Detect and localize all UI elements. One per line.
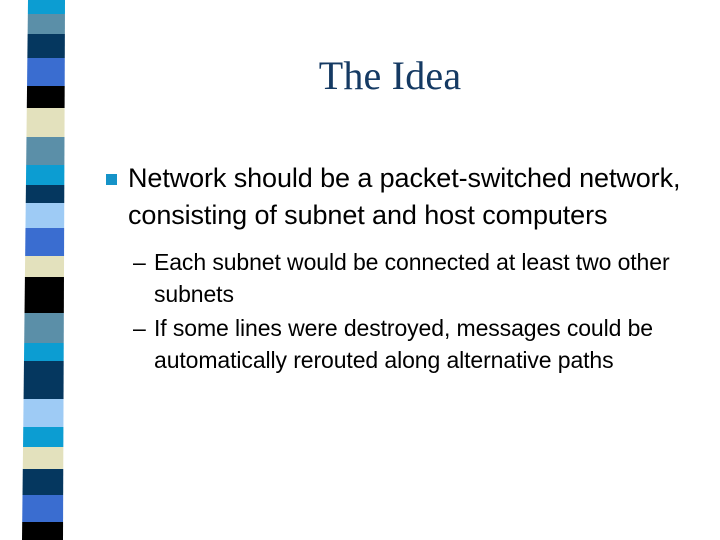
bullet-item-level2: – If some lines were destroyed, messages…	[100, 312, 700, 376]
stripe-band	[22, 203, 65, 228]
stripe-band	[22, 522, 65, 540]
stripe-band	[22, 277, 65, 313]
bullet-text-level2: If some lines were destroyed, messages c…	[154, 315, 653, 373]
stripe-band	[22, 361, 65, 399]
bullet-item-level2: – Each subnet would be connected at leas…	[100, 246, 700, 310]
bullet-text-level2: Each subnet would be connected at least …	[154, 249, 670, 307]
stripe-band	[22, 343, 65, 361]
stripe-band	[22, 137, 65, 165]
stripe-band	[22, 313, 65, 343]
stripe-band	[22, 228, 65, 256]
stripe-band	[22, 256, 65, 277]
slide-body: Network should be a packet-switched netw…	[100, 160, 700, 378]
stripe-band	[22, 0, 65, 14]
stripe-bands	[22, 0, 65, 540]
stripe-band	[22, 86, 65, 108]
stripe-band	[22, 495, 65, 522]
stripe-band	[22, 427, 65, 447]
stripe-band	[22, 58, 65, 86]
stripe-band	[22, 108, 65, 137]
stripe-band	[22, 185, 65, 203]
dash-bullet-icon: –	[133, 249, 146, 275]
stripe-band	[22, 34, 65, 58]
stripe-band	[22, 447, 65, 469]
bullet-text-level1: Network should be a packet-switched netw…	[128, 163, 681, 230]
dash-bullet-icon: –	[133, 315, 146, 341]
stripe-band	[22, 399, 65, 427]
square-bullet-icon	[106, 174, 117, 185]
stripe-band	[22, 14, 65, 34]
left-color-stripe	[0, 0, 80, 540]
stripe-band	[22, 469, 65, 495]
stripe-band	[22, 165, 65, 185]
sub-bullet-list: – Each subnet would be connected at leas…	[100, 246, 700, 376]
page-title: The Idea	[318, 53, 462, 98]
bullet-item-level1: Network should be a packet-switched netw…	[100, 160, 700, 234]
